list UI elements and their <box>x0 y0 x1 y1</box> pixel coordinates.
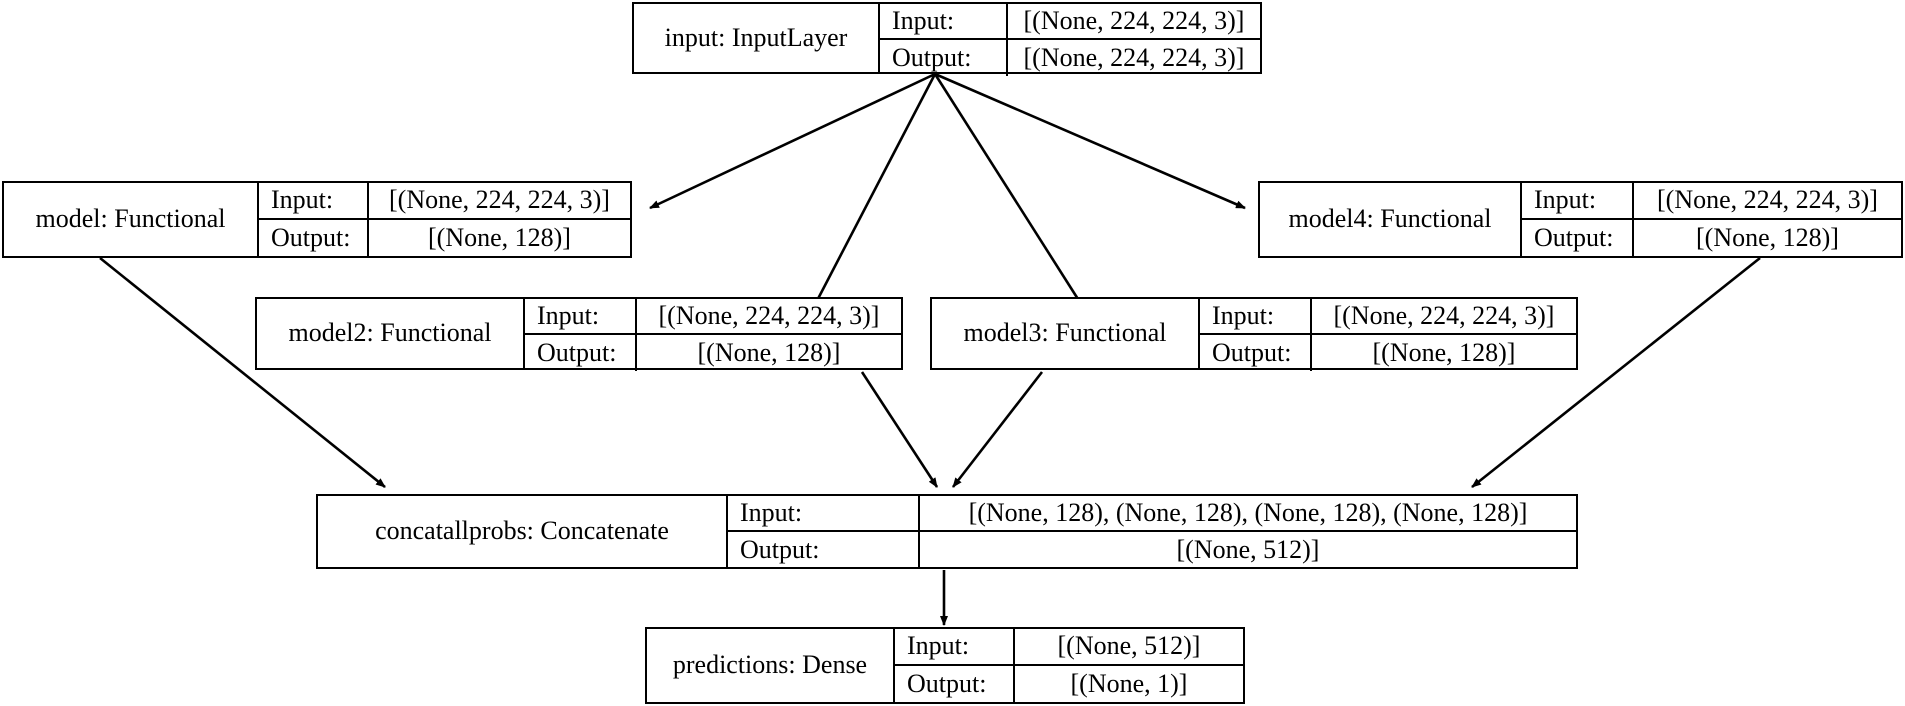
node-predictions-input-label: Input: <box>895 629 1015 664</box>
node-model4-output-shape: [(None, 128)] <box>1696 222 1839 252</box>
node-concatallprobs-row-output: Output: [(None, 512)] <box>728 532 1576 568</box>
node-model4-row-input: Input: [(None, 224, 224, 3)] <box>1522 183 1901 220</box>
node-model2-input-label: Input: <box>525 299 637 333</box>
node-predictions-output-shape: [(None, 1)] <box>1070 668 1188 698</box>
node-model3-input-label: Input: <box>1200 299 1312 333</box>
node-model-row-output: Output: [(None, 128)] <box>259 219 630 256</box>
node-model3-io: Input: [(None, 224, 224, 3)] Output: [(N… <box>1200 299 1576 371</box>
node-concatallprobs[interactable]: concatallprobs: Concatenate Input: [(Non… <box>316 494 1578 569</box>
node-input-input-label: Input: <box>880 4 1008 38</box>
node-model3-title: model3: Functional <box>932 299 1200 368</box>
edge-model4-to-concat <box>1471 256 1761 489</box>
node-model-input-shape: [(None, 224, 224, 3)] <box>389 185 610 215</box>
node-model2[interactable]: model2: Functional Input: [(None, 224, 2… <box>255 297 903 371</box>
node-model2-io: Input: [(None, 224, 224, 3)] Output: [(N… <box>525 299 901 371</box>
node-model[interactable]: model: Functional Input: [(None, 224, 22… <box>2 181 632 258</box>
node-model2-title: model2: Functional <box>257 299 525 368</box>
node-input-row-output: Output: [(None, 224, 224, 3)] <box>880 40 1260 76</box>
node-model3-row-input: Input: [(None, 224, 224, 3)] <box>1200 299 1576 335</box>
node-concatallprobs-row-input: Input: [(None, 128), (None, 128), (None,… <box>728 496 1576 532</box>
node-model-io: Input: [(None, 224, 224, 3)] Output: [(N… <box>259 183 630 256</box>
node-model2-row-input: Input: [(None, 224, 224, 3)] <box>525 299 901 335</box>
node-model3-row-output: Output: [(None, 128)] <box>1200 335 1576 371</box>
edge-input-to-model <box>649 72 936 210</box>
node-input-row-input: Input: [(None, 224, 224, 3)] <box>880 4 1260 40</box>
node-input-input-shape: [(None, 224, 224, 3)] <box>1023 6 1245 35</box>
edge-input-to-model2 <box>806 73 937 319</box>
node-model-output-label: Output: <box>259 219 369 256</box>
node-predictions[interactable]: predictions: Dense Input: [(None, 512)] … <box>645 627 1245 704</box>
node-model2-input-shape: [(None, 224, 224, 3)] <box>658 301 880 330</box>
node-predictions-title: predictions: Dense <box>647 629 895 702</box>
node-concatallprobs-input-shape: [(None, 128), (None, 128), (None, 128), … <box>968 498 1528 527</box>
node-predictions-io: Input: [(None, 512)] Output: [(None, 1)] <box>895 629 1243 702</box>
node-concatallprobs-input-label: Input: <box>728 496 920 530</box>
node-input-output-shape: [(None, 224, 224, 3)] <box>1023 43 1245 72</box>
edge-model3-to-concat <box>951 371 1044 488</box>
node-model2-output-label: Output: <box>525 335 637 371</box>
node-input[interactable]: input: InputLayer Input: [(None, 224, 22… <box>632 2 1262 76</box>
node-model3-output-shape: [(None, 128)] <box>1372 338 1516 367</box>
node-input-output-label: Output: <box>880 40 1008 76</box>
node-model-title: model: Functional <box>4 183 259 256</box>
node-concatallprobs-title: concatallprobs: Concatenate <box>318 496 728 567</box>
node-predictions-row-output: Output: [(None, 1)] <box>895 665 1243 702</box>
node-model2-row-output: Output: [(None, 128)] <box>525 335 901 371</box>
node-model-row-input: Input: [(None, 224, 224, 3)] <box>259 183 630 220</box>
node-model4-title: model4: Functional <box>1260 183 1522 256</box>
node-input-io: Input: [(None, 224, 224, 3)] Output: [(N… <box>880 4 1260 76</box>
node-model2-output-shape: [(None, 128)] <box>697 338 841 367</box>
node-predictions-output-label: Output: <box>895 665 1015 702</box>
node-concatallprobs-output-label: Output: <box>728 532 920 568</box>
node-model3-input-shape: [(None, 224, 224, 3)] <box>1333 301 1555 330</box>
edge-model-to-concat <box>99 256 386 489</box>
node-model4[interactable]: model4: Functional Input: [(None, 224, 2… <box>1258 181 1903 258</box>
node-model3[interactable]: model3: Functional Input: [(None, 224, 2… <box>930 297 1578 371</box>
node-model4-row-output: Output: [(None, 128)] <box>1522 219 1901 256</box>
node-model4-input-label: Input: <box>1522 183 1634 218</box>
node-model-input-label: Input: <box>259 183 369 218</box>
edge-input-to-model3 <box>933 73 1092 319</box>
node-concatallprobs-output-shape: [(None, 512)] <box>1176 535 1320 564</box>
node-predictions-input-shape: [(None, 512)] <box>1057 631 1201 661</box>
node-model4-io: Input: [(None, 224, 224, 3)] Output: [(N… <box>1522 183 1901 256</box>
edge-model2-to-concat <box>860 371 939 488</box>
node-predictions-row-input: Input: [(None, 512)] <box>895 629 1243 666</box>
node-model-output-shape: [(None, 128)] <box>428 222 571 252</box>
node-concatallprobs-io: Input: [(None, 128), (None, 128), (None,… <box>728 496 1576 568</box>
edge-input-to-model4 <box>934 72 1246 210</box>
node-model4-output-label: Output: <box>1522 219 1634 256</box>
node-model4-input-shape: [(None, 224, 224, 3)] <box>1657 185 1878 215</box>
node-input-title: input: InputLayer <box>634 4 880 72</box>
node-model3-output-label: Output: <box>1200 335 1312 371</box>
